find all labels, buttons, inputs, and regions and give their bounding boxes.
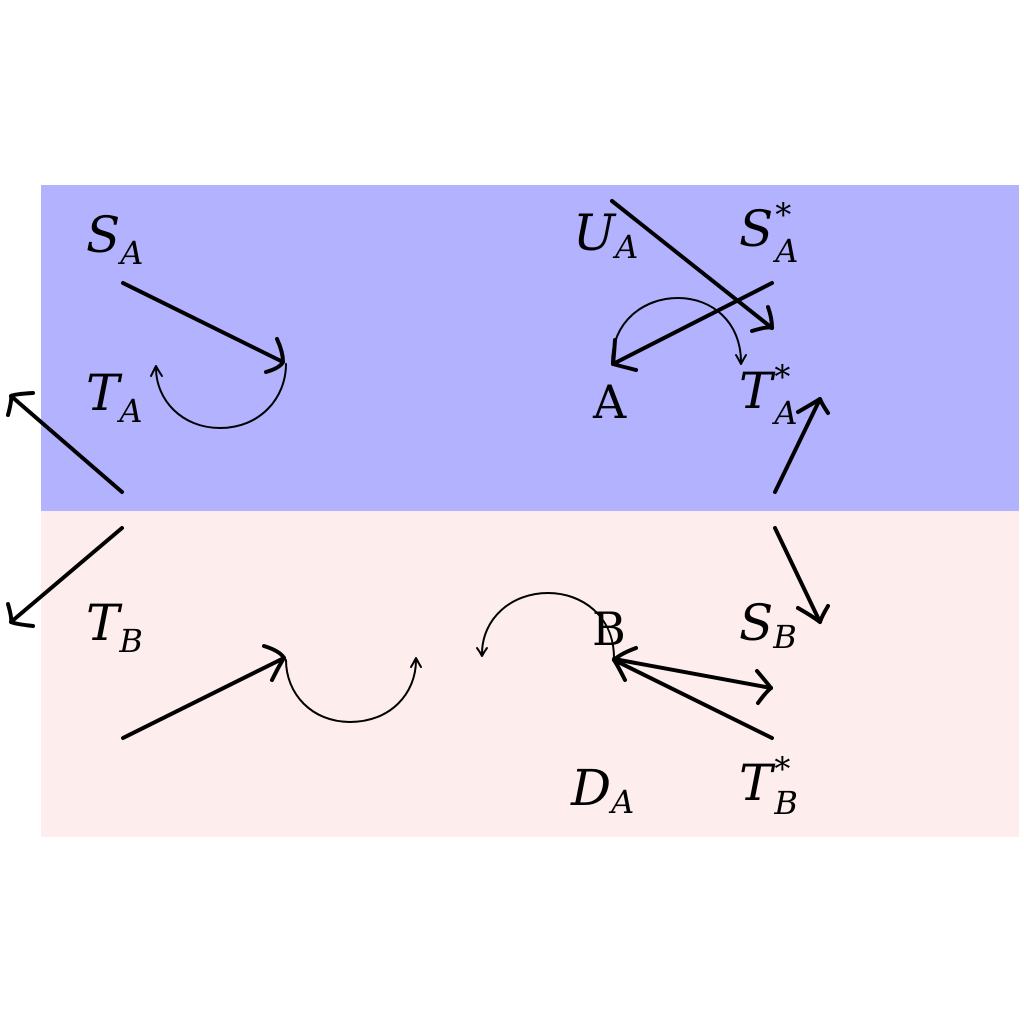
label-a: A: [592, 375, 627, 429]
arrow-s-a-to-center: [121, 281, 285, 374]
label-s-a: SA: [86, 206, 143, 272]
curve-arc-a: [611, 296, 747, 365]
label-u-a: UA: [573, 204, 638, 266]
label-t-a: TA: [86, 364, 142, 430]
label-t-a-star: T*A: [739, 358, 797, 432]
label-t-b-star: T*B: [739, 750, 798, 822]
label-s-a-star: S*A: [739, 196, 798, 270]
arrow-b-to-right: [612, 657, 773, 705]
curve-arc-b: [476, 591, 615, 659]
region-b-background: [41, 511, 1019, 837]
arrow-boundary-to-s-b: [773, 526, 830, 624]
curve-loop-bottom-middle: [285, 657, 422, 724]
arrow-t-b-star-to-b: [612, 646, 774, 740]
arrow-left-edge-up: [6, 391, 124, 494]
label-d-a: DA: [570, 759, 634, 821]
arrow-left-edge-down: [6, 526, 124, 628]
region-a-background: [41, 185, 1019, 511]
arrow-u-a-to-t-a-star: [610, 199, 774, 333]
label-s-b: SB: [739, 594, 797, 656]
arrow-boundary-to-t-a-star: [773, 397, 830, 494]
arrow-bottom-left-up: [121, 644, 286, 740]
curve-loop-t-a: [150, 363, 287, 430]
label-t-b: TB: [86, 594, 143, 660]
